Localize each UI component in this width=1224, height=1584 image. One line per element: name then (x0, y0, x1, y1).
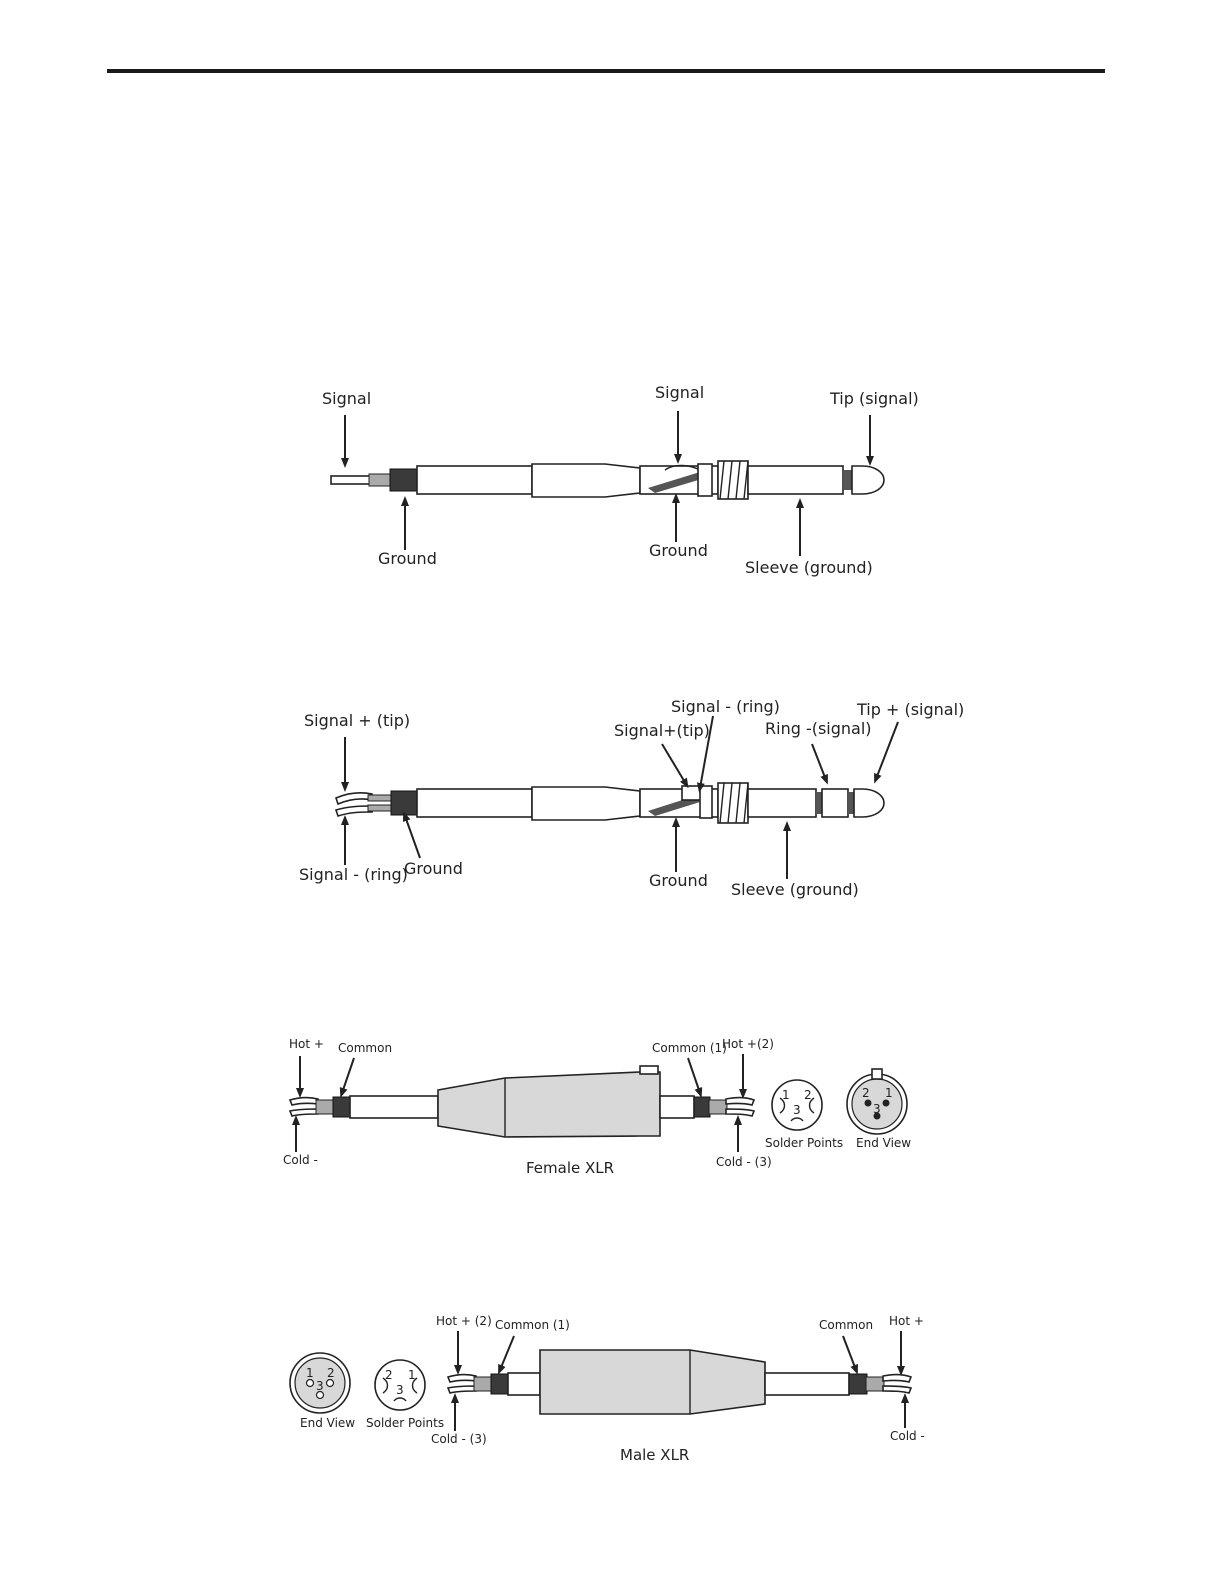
label-cold-left: Cold - (283, 1153, 318, 1167)
label-ground-mid: Ground (649, 541, 708, 560)
arrow-common-right (687, 1057, 703, 1098)
label-common-left: Common (1) (495, 1318, 570, 1332)
male-end-pin-3: 3 (316, 1379, 324, 1393)
arrow-common-left (339, 1057, 355, 1098)
label-common-right: Common (1) (652, 1041, 727, 1055)
arrow-signal-minus-ring-mid (696, 715, 714, 793)
label-end-view: End View (856, 1136, 911, 1150)
label-hot-left: Hot + (289, 1037, 324, 1051)
arrow-tip-signal (874, 721, 899, 784)
label-end-view: End View (300, 1416, 355, 1430)
caption-male-xlr: Male XLR (620, 1446, 689, 1464)
label-common-right: Common (819, 1318, 873, 1332)
label-ring-minus-signal: Ring -(signal) (765, 719, 872, 738)
male-solder-points: 2 1 3 (374, 1359, 426, 1411)
label-solder-points: Solder Points (765, 1136, 843, 1150)
male-end-view: 1 2 3 (289, 1352, 351, 1414)
label-signal-mid: Signal (655, 383, 704, 402)
label-solder-points: Solder Points (366, 1416, 444, 1430)
female-end-view: 2 1 3 (846, 1068, 908, 1135)
label-tip-plus-signal: Tip + (signal) (856, 700, 964, 719)
label-tip: Tip (signal) (829, 389, 919, 408)
solder-pin-1: 1 (782, 1088, 790, 1102)
end-pin-3: 3 (873, 1102, 881, 1116)
plug-drawing (330, 460, 885, 500)
label-ground-left: Ground (378, 549, 437, 568)
figure-unbalanced-plug: Signal Signal Tip (signal) Ground Ground… (322, 383, 919, 577)
male-solder-pin-3: 3 (396, 1383, 404, 1397)
arrow-common-left (498, 1335, 515, 1375)
label-cold-right: Cold - (890, 1429, 925, 1443)
solder-pin-3: 3 (793, 1103, 801, 1117)
arrow-common-right (842, 1335, 858, 1375)
label-signal-minus-ring-mid: Signal - (ring) (671, 697, 780, 716)
male-solder-pin-2: 2 (385, 1368, 393, 1382)
figure-male-xlr: 1 2 3 2 1 3 (289, 1314, 925, 1464)
label-ground-left: Ground (404, 859, 463, 878)
label-cold-right: Cold - (3) (716, 1155, 772, 1169)
label-hot-right: Hot +(2) (722, 1037, 774, 1051)
male-end-pin-2: 2 (327, 1366, 335, 1380)
label-hot-right: Hot + (889, 1314, 924, 1328)
label-sleeve: Sleeve (ground) (745, 558, 873, 577)
end-pin-1: 1 (885, 1086, 893, 1100)
arrow-ring-signal (811, 743, 828, 785)
label-sleeve: Sleeve (ground) (731, 880, 859, 899)
header-rule (107, 69, 1105, 73)
label-common-left: Common (338, 1041, 392, 1055)
figure-female-xlr: 1 2 3 2 1 3 Hot + Common Common (1) Hot … (283, 1037, 911, 1177)
label-signal-plus-tip-mid: Signal+(tip) (614, 721, 710, 740)
label-signal-left: Signal (322, 389, 371, 408)
label-ground-mid: Ground (649, 871, 708, 890)
male-xlr-cable-drawing (446, 1349, 913, 1415)
caption-female-xlr: Female XLR (526, 1159, 614, 1177)
figure-balanced-trs-plug: Signal + (tip) Signal - (ring) Signal+(t… (299, 697, 964, 899)
arrow-ground-left (402, 811, 421, 859)
label-signal-plus-tip-left: Signal + (tip) (304, 711, 410, 730)
trs-plug-drawing (334, 782, 885, 824)
label-signal-minus-ring-left: Signal - (ring) (299, 865, 408, 884)
male-solder-pin-1: 1 (408, 1368, 416, 1382)
male-end-pin-1: 1 (306, 1366, 314, 1380)
label-hot-left: Hot + (2) (436, 1314, 492, 1328)
end-pin-2: 2 (862, 1086, 870, 1100)
solder-pin-2: 2 (804, 1088, 812, 1102)
arrow-signal-plus-tip-mid (661, 743, 689, 789)
label-cold-left: Cold - (3) (431, 1432, 487, 1446)
female-solder-points: 1 2 3 (771, 1079, 823, 1131)
female-xlr-cable-drawing (288, 1065, 756, 1138)
